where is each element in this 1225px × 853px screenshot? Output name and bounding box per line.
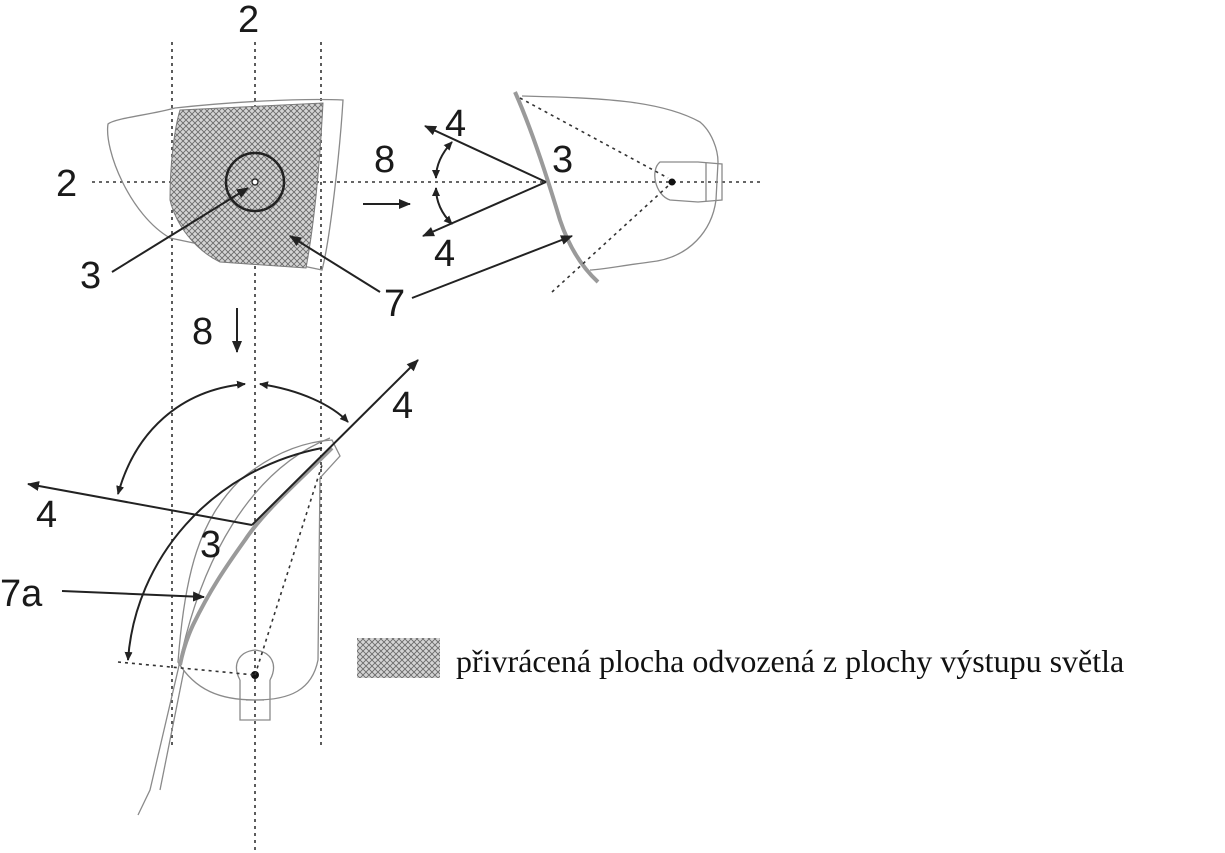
angle-arc-left [116,380,246,495]
plan-lamp-lens [178,446,334,666]
label-right-three: 3 [552,139,573,181]
label-top-eight: 8 [374,139,395,181]
plan-view-lamp [27,308,419,816]
plan-ray-to-lens [254,464,323,676]
light-source-ring [224,151,286,213]
angle-arc-upper [432,141,453,179]
ray-four-upper [424,125,547,183]
side-ray-lower [551,185,669,293]
side-lamp-lens [513,91,600,284]
side-lamp-filament [668,178,676,186]
ray-four-lower [422,181,547,237]
side-ray-upper [519,97,669,179]
label-top-three: 3 [80,255,101,297]
plan-lamp-base [239,680,271,721]
leader-seven-to-front [289,235,381,293]
label-top-seven: 7 [384,283,405,325]
leader-three-top [111,187,249,273]
label-right-four-lower: 4 [434,233,455,275]
label-right-four-upper: 4 [445,103,466,145]
label-bottom-seven-a: 7a [0,573,43,615]
apparent-surface-hatched [169,102,324,269]
label-bottom-three: 3 [200,524,221,566]
label-top-two: 2 [238,0,259,41]
light-source-center [251,178,259,186]
ray-four-left [27,481,253,526]
angle-arc-lower [432,187,453,225]
ray-four-right [251,359,419,526]
angle-arc-right [259,381,349,423]
legend-hatch-swatch [357,638,440,678]
legend-text: přivrácená plocha odvozená z plochy výst… [456,643,1124,679]
side-lamp-outline [521,95,719,271]
label-bottom-eight: 8 [192,311,213,353]
leader-seven-to-side [411,235,573,299]
label-left-two: 2 [56,163,77,205]
label-bottom-four-right: 4 [392,385,413,427]
plan-lamp-outer-lens-inner [159,669,185,791]
label-bottom-four-left: 4 [36,494,57,536]
legend: přivrácená plocha odvozená z plochy výst… [357,638,1124,679]
angle-arc-large [124,447,323,661]
plan-lamp-bulb [235,649,275,681]
leader-seven-a [61,590,205,602]
side-view-lamp [289,91,723,299]
plan-ray-horizontal [117,661,256,676]
side-lamp-bulb [654,161,723,203]
labels: 2 2 3 7 8 4 4 3 8 4 4 3 7a [0,0,573,615]
front-view-lamp [106,98,344,273]
